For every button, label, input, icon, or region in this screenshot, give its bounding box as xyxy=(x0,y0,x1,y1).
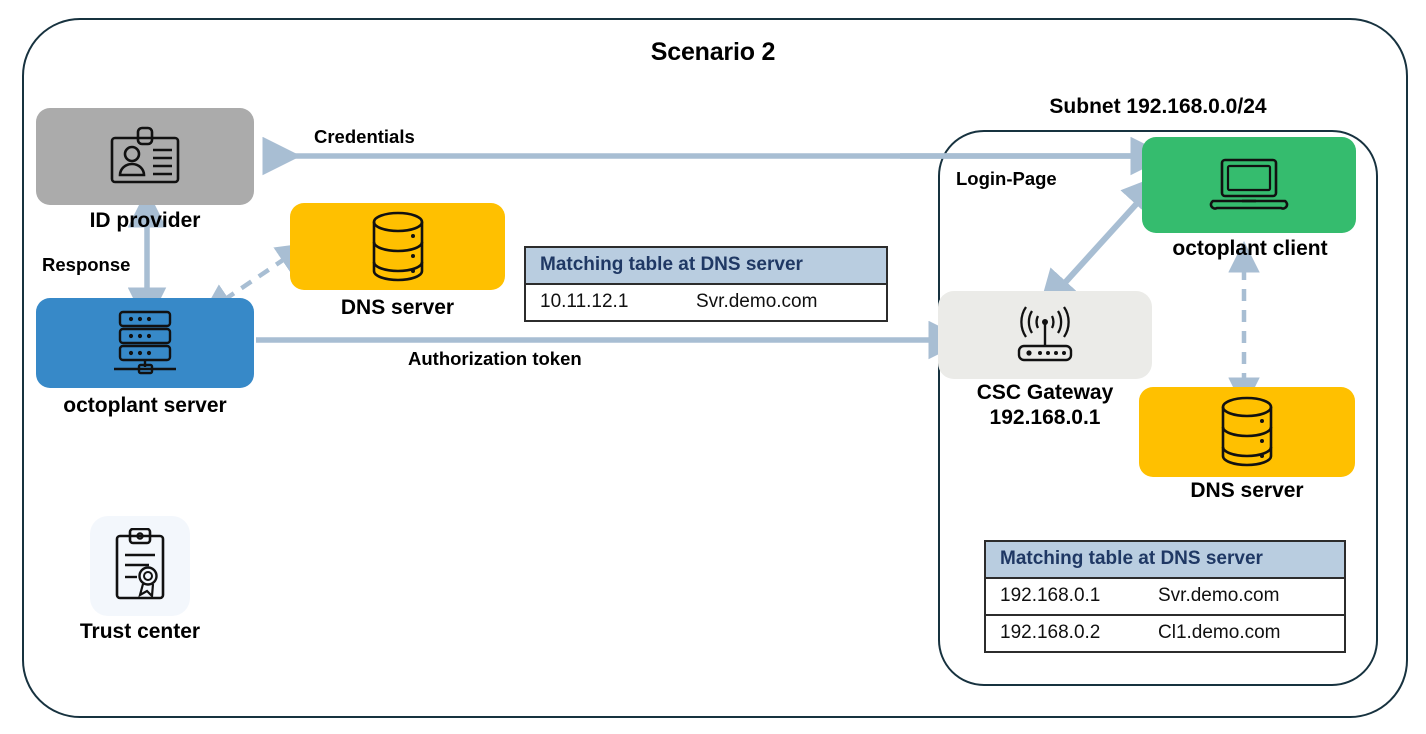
subnet-title: Subnet 192.168.0.0/24 xyxy=(1049,95,1267,118)
table-cell-ip: 10.11.12.1 xyxy=(540,291,629,312)
edge-label-authorization-token: Authorization token xyxy=(408,348,582,369)
subnet-boundary-frame xyxy=(938,130,1378,686)
table-cell-host: Svr.demo.com xyxy=(1158,585,1280,606)
edge-label-login-page: Login-Page xyxy=(956,168,1057,189)
table-row: 192.168.0.1 Svr.demo.com xyxy=(986,579,1344,614)
node-label-dns-server-left: DNS server xyxy=(340,296,455,319)
node-label-octoplant-client: octoplant client xyxy=(1172,237,1328,260)
node-label-dns-server-right: DNS server xyxy=(1190,479,1304,502)
edge-label-response: Response xyxy=(42,254,131,275)
node-dns-server-right[interactable] xyxy=(1139,387,1355,477)
node-csc-gateway[interactable] xyxy=(938,291,1152,379)
database-icon xyxy=(372,211,423,281)
node-trust-center[interactable] xyxy=(90,516,190,616)
matching-table-right: Matching table at DNS server 192.168.0.1… xyxy=(984,540,1346,653)
wireless-router-icon xyxy=(1017,306,1073,362)
table-cell-ip: 192.168.0.2 xyxy=(1000,622,1101,643)
node-label-octoplant-server: octoplant server xyxy=(63,394,227,417)
table-cell-host: Cl1.demo.com xyxy=(1158,622,1281,643)
table-cell-ip: 192.168.0.1 xyxy=(1000,585,1101,606)
matching-table-left-header: Matching table at DNS server xyxy=(526,248,886,285)
matching-table-right-header: Matching table at DNS server xyxy=(986,542,1344,579)
node-id-provider[interactable] xyxy=(36,108,254,205)
id-card-icon xyxy=(110,126,180,183)
laptop-icon xyxy=(1209,158,1289,210)
matching-table-left: Matching table at DNS server 10.11.12.1 … xyxy=(524,246,888,322)
outer-boundary-frame xyxy=(22,18,1408,718)
node-octoplant-server[interactable] xyxy=(36,298,254,388)
table-row: 192.168.0.2 Cl1.demo.com xyxy=(986,614,1344,651)
node-label-csc-gateway: CSC Gateway 192.168.0.1 xyxy=(976,381,1114,429)
node-label-id-provider: ID provider xyxy=(89,209,201,232)
node-octoplant-client[interactable] xyxy=(1142,137,1356,233)
database-icon xyxy=(1221,396,1273,467)
server-rack-icon xyxy=(114,310,176,375)
table-cell-host: Svr.demo.com xyxy=(696,291,818,312)
certificate-clipboard-icon xyxy=(115,528,165,600)
page-title: Scenario 2 xyxy=(650,38,776,66)
node-dns-server-left[interactable] xyxy=(290,203,505,290)
edge-label-credentials: Credentials xyxy=(314,126,415,147)
table-row: 10.11.12.1 Svr.demo.com xyxy=(526,285,886,320)
node-label-trust-center: Trust center xyxy=(79,620,201,643)
